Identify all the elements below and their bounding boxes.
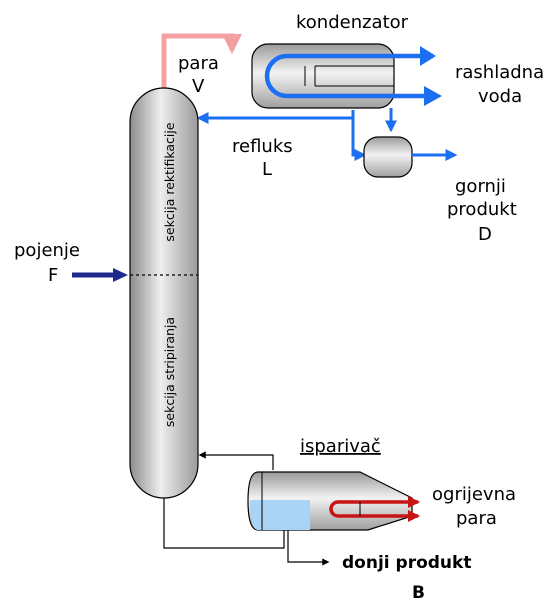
distillate-label: gornji	[455, 176, 506, 197]
reflux-symbol: L	[262, 159, 272, 180]
vapor-symbol: V	[192, 76, 205, 97]
feed-label: pojenje	[14, 240, 80, 261]
cooling-water-out-arrow	[424, 86, 442, 106]
vapor-line	[161, 33, 242, 92]
cooling-water-in-arrow	[420, 46, 436, 66]
stripping-section-label: sekcija stripiranja	[162, 317, 177, 427]
bottoms-product-line	[287, 530, 330, 566]
reflux-label: refluks	[232, 136, 293, 157]
vapor-label: para	[178, 53, 219, 74]
heating-steam-tube	[329, 500, 418, 518]
distillate-label-2: produkt	[447, 199, 517, 220]
reboiler-vapor-return	[198, 451, 274, 470]
distillate-symbol: D	[478, 224, 492, 245]
condenser-shell	[251, 43, 395, 109]
cooling-water-label-2: voda	[478, 86, 522, 107]
column-bottoms-line	[163, 498, 285, 549]
reflux-split-line	[351, 118, 367, 161]
reboiler-liquid	[250, 500, 310, 530]
bottoms-label: donji produkt	[342, 553, 471, 573]
heating-steam-label-2: para	[456, 508, 497, 529]
reflux-drum	[363, 136, 413, 178]
reboiler-label: isparivač	[300, 436, 381, 457]
condenser-label: kondenzator	[296, 12, 409, 33]
rectifying-section-label: sekcija rektifikacije	[162, 122, 177, 241]
feed-symbol: F	[48, 265, 58, 286]
cooling-water-label: rashladna	[455, 62, 544, 83]
cooling-water-tube	[264, 53, 433, 99]
heating-steam-label: ogrijevna	[432, 484, 516, 505]
bottoms-symbol: B	[412, 583, 425, 603]
reflux-line	[196, 110, 355, 124]
